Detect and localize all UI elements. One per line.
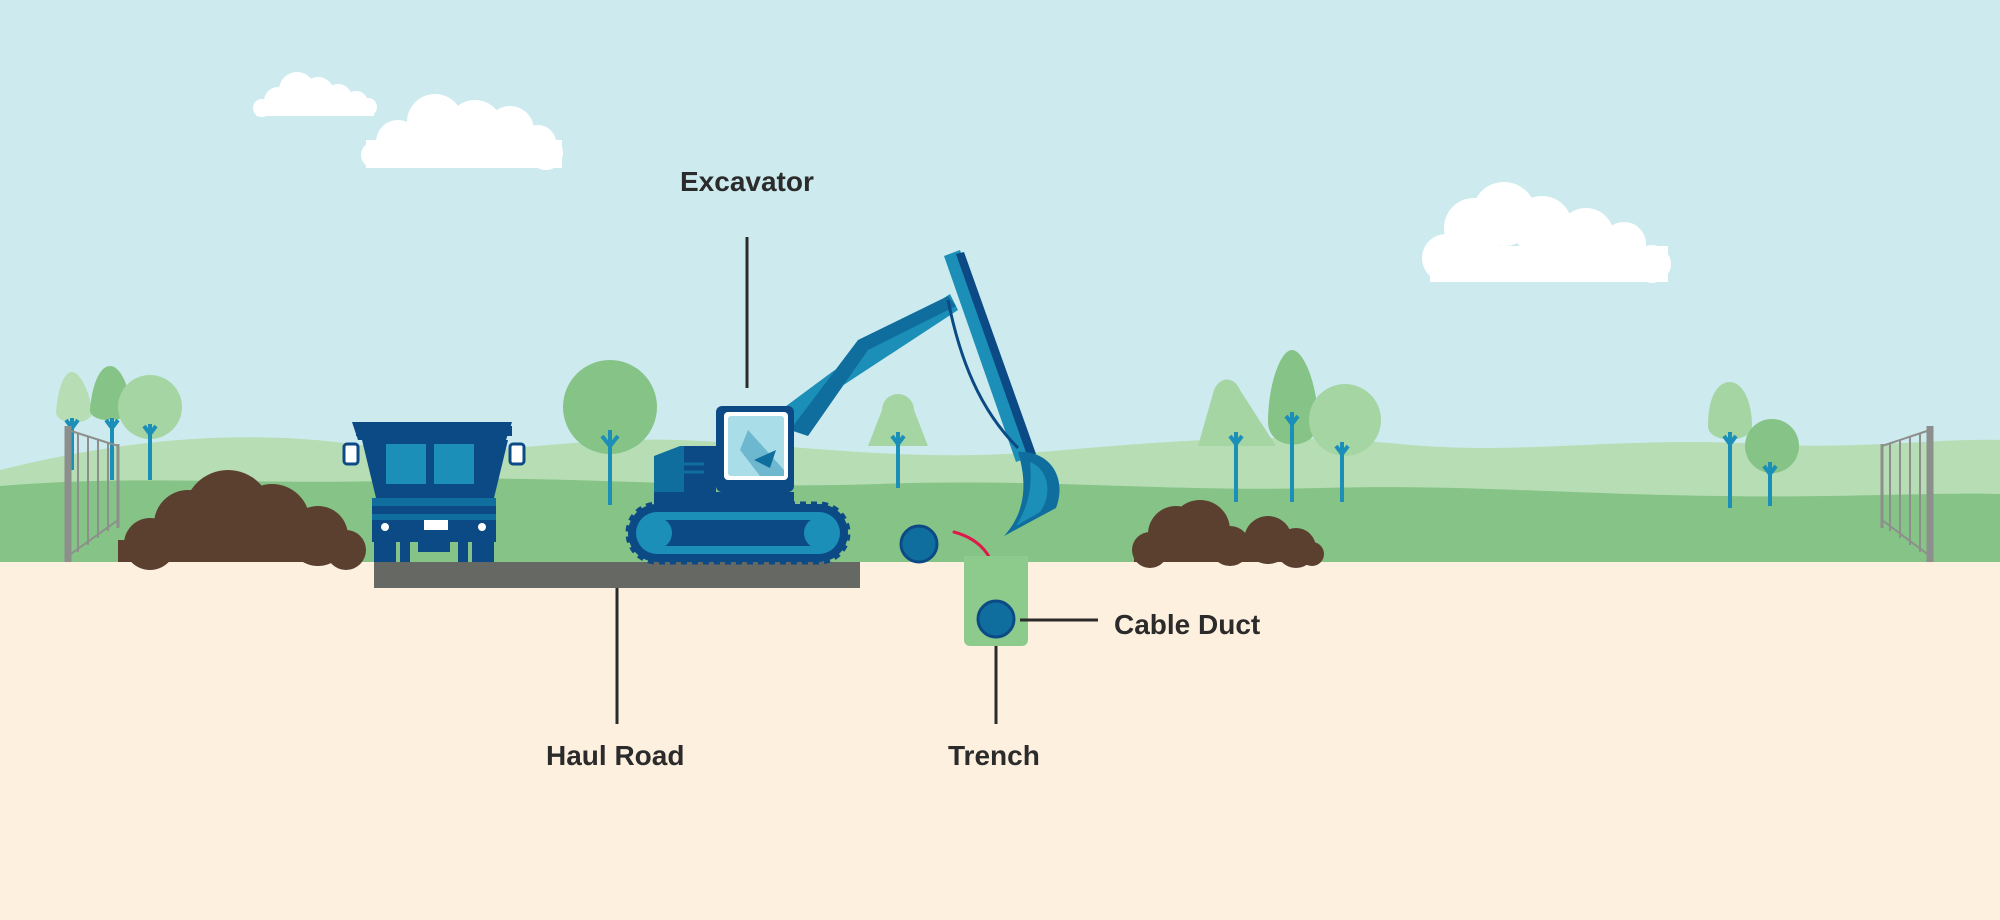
- haul-road-label: Haul Road: [546, 740, 685, 771]
- excavator: [625, 250, 1060, 565]
- tree-round-left: [563, 360, 657, 505]
- cloud-right: [1422, 182, 1671, 283]
- cable-duct: [976, 599, 1016, 639]
- leader-lines: [615, 237, 1098, 724]
- fence-right: [1880, 426, 1934, 562]
- fence-left: [64, 426, 120, 562]
- cloud-left: [361, 94, 563, 170]
- excavator-label: Excavator: [680, 166, 814, 197]
- cloud-small: [253, 72, 377, 117]
- trench-label: Trench: [948, 740, 1040, 771]
- grass: [0, 478, 2000, 562]
- haul-road: [374, 562, 860, 588]
- dirt-pile-left: [118, 470, 366, 570]
- tree-small-center: [868, 394, 928, 488]
- tree-group-right: [1198, 350, 1381, 502]
- tree-group-left: [56, 366, 182, 480]
- dirt-pile-right: [1132, 500, 1324, 568]
- cable-duct-above: [899, 524, 939, 564]
- dump-truck: [342, 422, 526, 562]
- tree-group-far-right: [1708, 382, 1799, 508]
- cable-duct-label: Cable Duct: [1114, 609, 1261, 640]
